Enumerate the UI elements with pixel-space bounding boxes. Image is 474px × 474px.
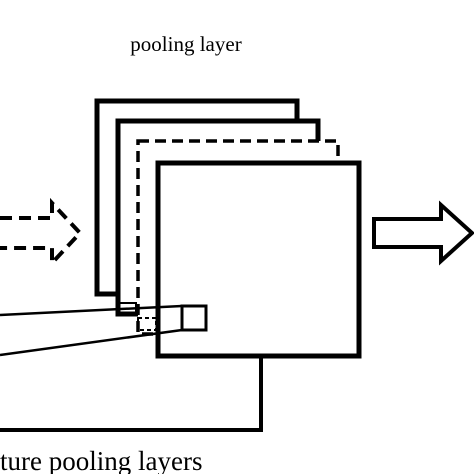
bottom-label: ture pooling layers [0, 446, 202, 474]
projection-line-top [0, 304, 183, 317]
bottom-connector [0, 356, 263, 432]
overlap-box-1 [117, 302, 137, 316]
output-arrow [372, 200, 474, 266]
diagram-title: pooling layer [130, 32, 241, 56]
pooling-window [180, 304, 208, 332]
projection-line-bottom [0, 328, 183, 357]
overlap-box-2 [137, 317, 157, 331]
input-arrow-dashed [0, 197, 83, 269]
